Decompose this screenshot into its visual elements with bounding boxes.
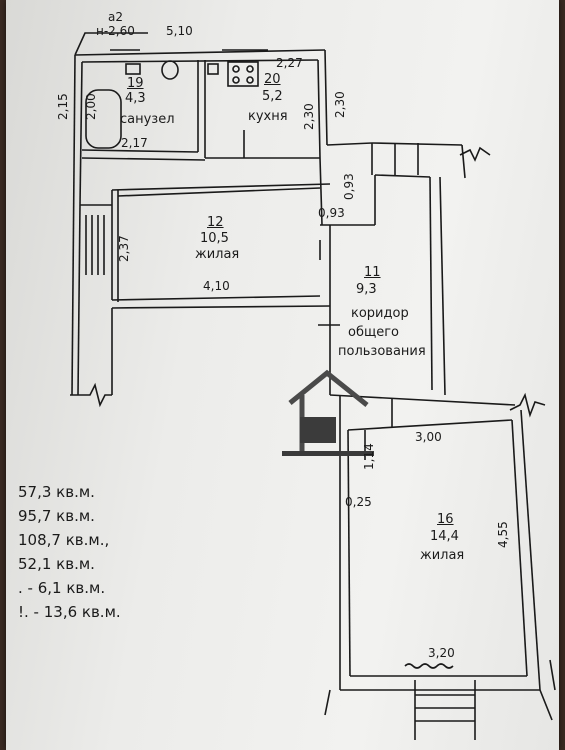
room-20-area: 5,2	[262, 89, 283, 104]
room-11-name-line1: коридор	[351, 306, 409, 321]
room-12-area: 10,5	[200, 231, 229, 246]
room-20-height-inner: 2,30	[302, 103, 316, 130]
room-16-door-dim: 1,14	[362, 443, 376, 470]
room-11-name-line3: пользования	[338, 344, 426, 359]
room-19-height-inner: 2,00	[84, 93, 98, 120]
corridor-height: 0,93	[342, 173, 356, 200]
room-20-number: 20	[264, 72, 281, 87]
room-12-width: 4,10	[203, 279, 230, 293]
room-16-area: 14,4	[430, 529, 459, 544]
floor-plan-sheet	[6, 0, 559, 750]
room-19-width: 2,17	[121, 136, 148, 150]
house-logo-icon	[282, 369, 374, 456]
room-16-name: жилая	[420, 548, 465, 563]
room-20-height-outer: 2,30	[333, 91, 347, 118]
legend-line-3: 108,7 кв.м.,	[18, 531, 110, 549]
room-19-height-outer: 2,15	[56, 93, 70, 120]
width-dim: 5,10	[166, 24, 193, 38]
ceiling-height: н-2,60	[96, 24, 135, 38]
room-16-height: 4,55	[496, 521, 510, 548]
corridor-width: 0,93	[318, 206, 345, 220]
room-16-width-bottom: 3,20	[428, 646, 455, 660]
legend-line-1: 57,3 кв.м.	[18, 483, 95, 501]
block-label: а2	[108, 10, 123, 24]
room-11-number: 11	[364, 265, 381, 280]
room-19-number: 19	[127, 76, 144, 91]
legend-line-5: . - 6,1 кв.м.	[18, 579, 106, 597]
room-20-name: кухня	[248, 109, 288, 124]
room-20-width: 2,27	[276, 56, 303, 70]
room-11-area: 9,3	[356, 282, 377, 297]
room-16-number: 16	[437, 512, 454, 527]
room-12-name: жилая	[195, 247, 240, 262]
room-12-height: 2,37	[117, 235, 131, 262]
room-19-area: 4,3	[125, 91, 146, 106]
legend-line-6: !. - 13,6 кв.м.	[18, 603, 121, 621]
room-11-name-line2: общего	[348, 325, 399, 340]
room-12-number: 12	[207, 215, 224, 230]
room-16-width-top: 3,00	[415, 430, 442, 444]
legend-line-4: 52,1 кв.м.	[18, 555, 95, 573]
legend-line-2: 95,7 кв.м.	[18, 507, 95, 525]
room-16-wall-dim: 0,25	[345, 495, 372, 509]
room-19-name: санузел	[120, 112, 175, 127]
area-legend: 57,3 кв.м. 95,7 кв.м. 108,7 кв.м., 52,1 …	[18, 480, 121, 624]
